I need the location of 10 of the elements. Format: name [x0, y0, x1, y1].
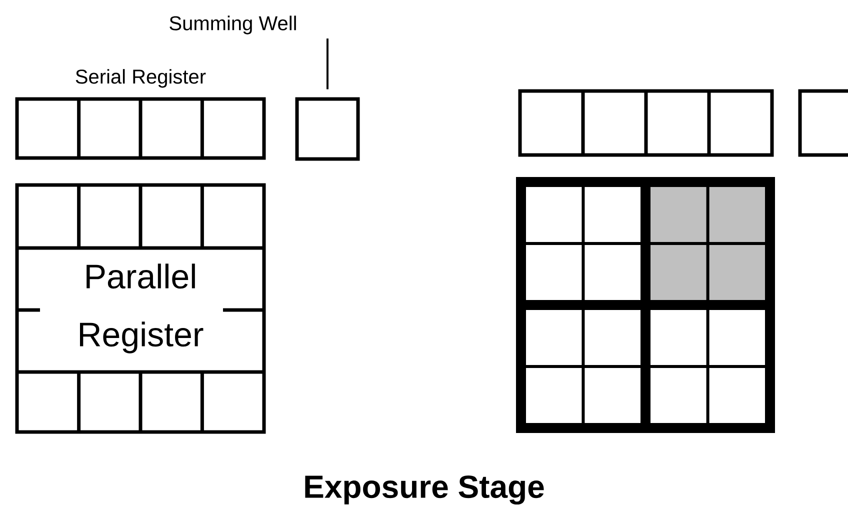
serial-register: Serial Register [15, 69, 266, 160]
caption: Exposure Stage [305, 475, 544, 505]
summing-well [295, 97, 360, 161]
leader-text: Summing Well [170, 16, 296, 34]
node-label: Serial Register [76, 69, 206, 88]
pixel-grid-drawing [516, 177, 775, 433]
serial-register [518, 89, 774, 157]
leader-line [326, 38, 328, 90]
summing-well [798, 89, 848, 157]
parallel-register: Parallel Register [15, 183, 266, 434]
